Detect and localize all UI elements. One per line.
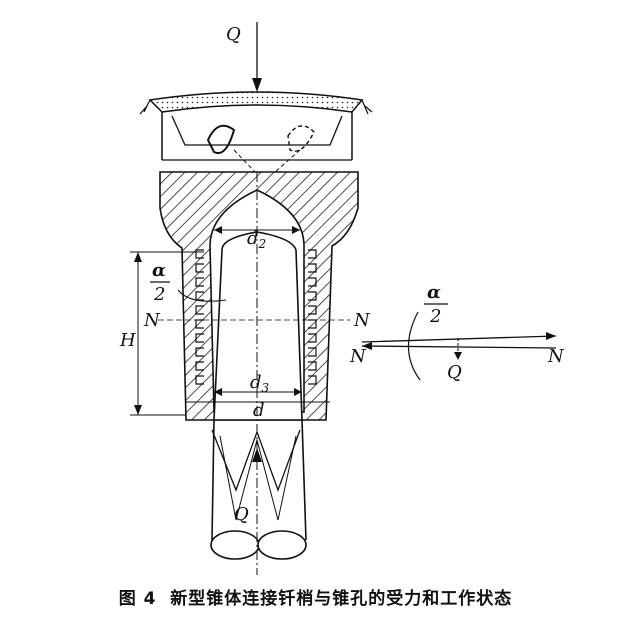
label-q-force: Q: [447, 362, 462, 383]
label-h: H: [119, 330, 136, 351]
label-d2: d2: [247, 228, 266, 251]
arrow-q-bottom-icon: [252, 448, 262, 462]
thread-marks-right: [308, 249, 317, 385]
caption-text: 新型锥体连接钎梢与锥孔的受力和工作状态: [170, 589, 513, 609]
label-n-left: N: [143, 310, 161, 331]
figure-caption: 图 4 新型锥体连接钎梢与锥孔的受力和工作状态: [0, 584, 631, 609]
bit-force-diagram: Q Q d2 d3 d: [119, 22, 565, 575]
label-two-left: 2: [153, 284, 165, 305]
arrow-q-top-icon: [252, 78, 262, 92]
bit-body: [159, 171, 359, 421]
label-n-force-right: N: [547, 346, 565, 367]
label-n-force-left: N: [349, 346, 367, 367]
label-d: d: [253, 400, 265, 421]
label-d3: d3: [250, 372, 270, 395]
label-q-bottom: Q: [234, 504, 249, 525]
label-alpha-right: α: [427, 282, 441, 303]
label-q-top: Q: [226, 24, 241, 45]
thread-marks-left: [195, 249, 204, 385]
bit-head: [139, 91, 373, 173]
force-polygon: [361, 311, 557, 381]
label-two-right: 2: [429, 306, 441, 327]
label-n-right: N: [353, 310, 371, 331]
figure-number: 图 4: [118, 589, 157, 609]
angle-arc-left: [177, 289, 227, 302]
drill-rod: [210, 231, 307, 560]
label-alpha-left: α: [152, 260, 166, 281]
